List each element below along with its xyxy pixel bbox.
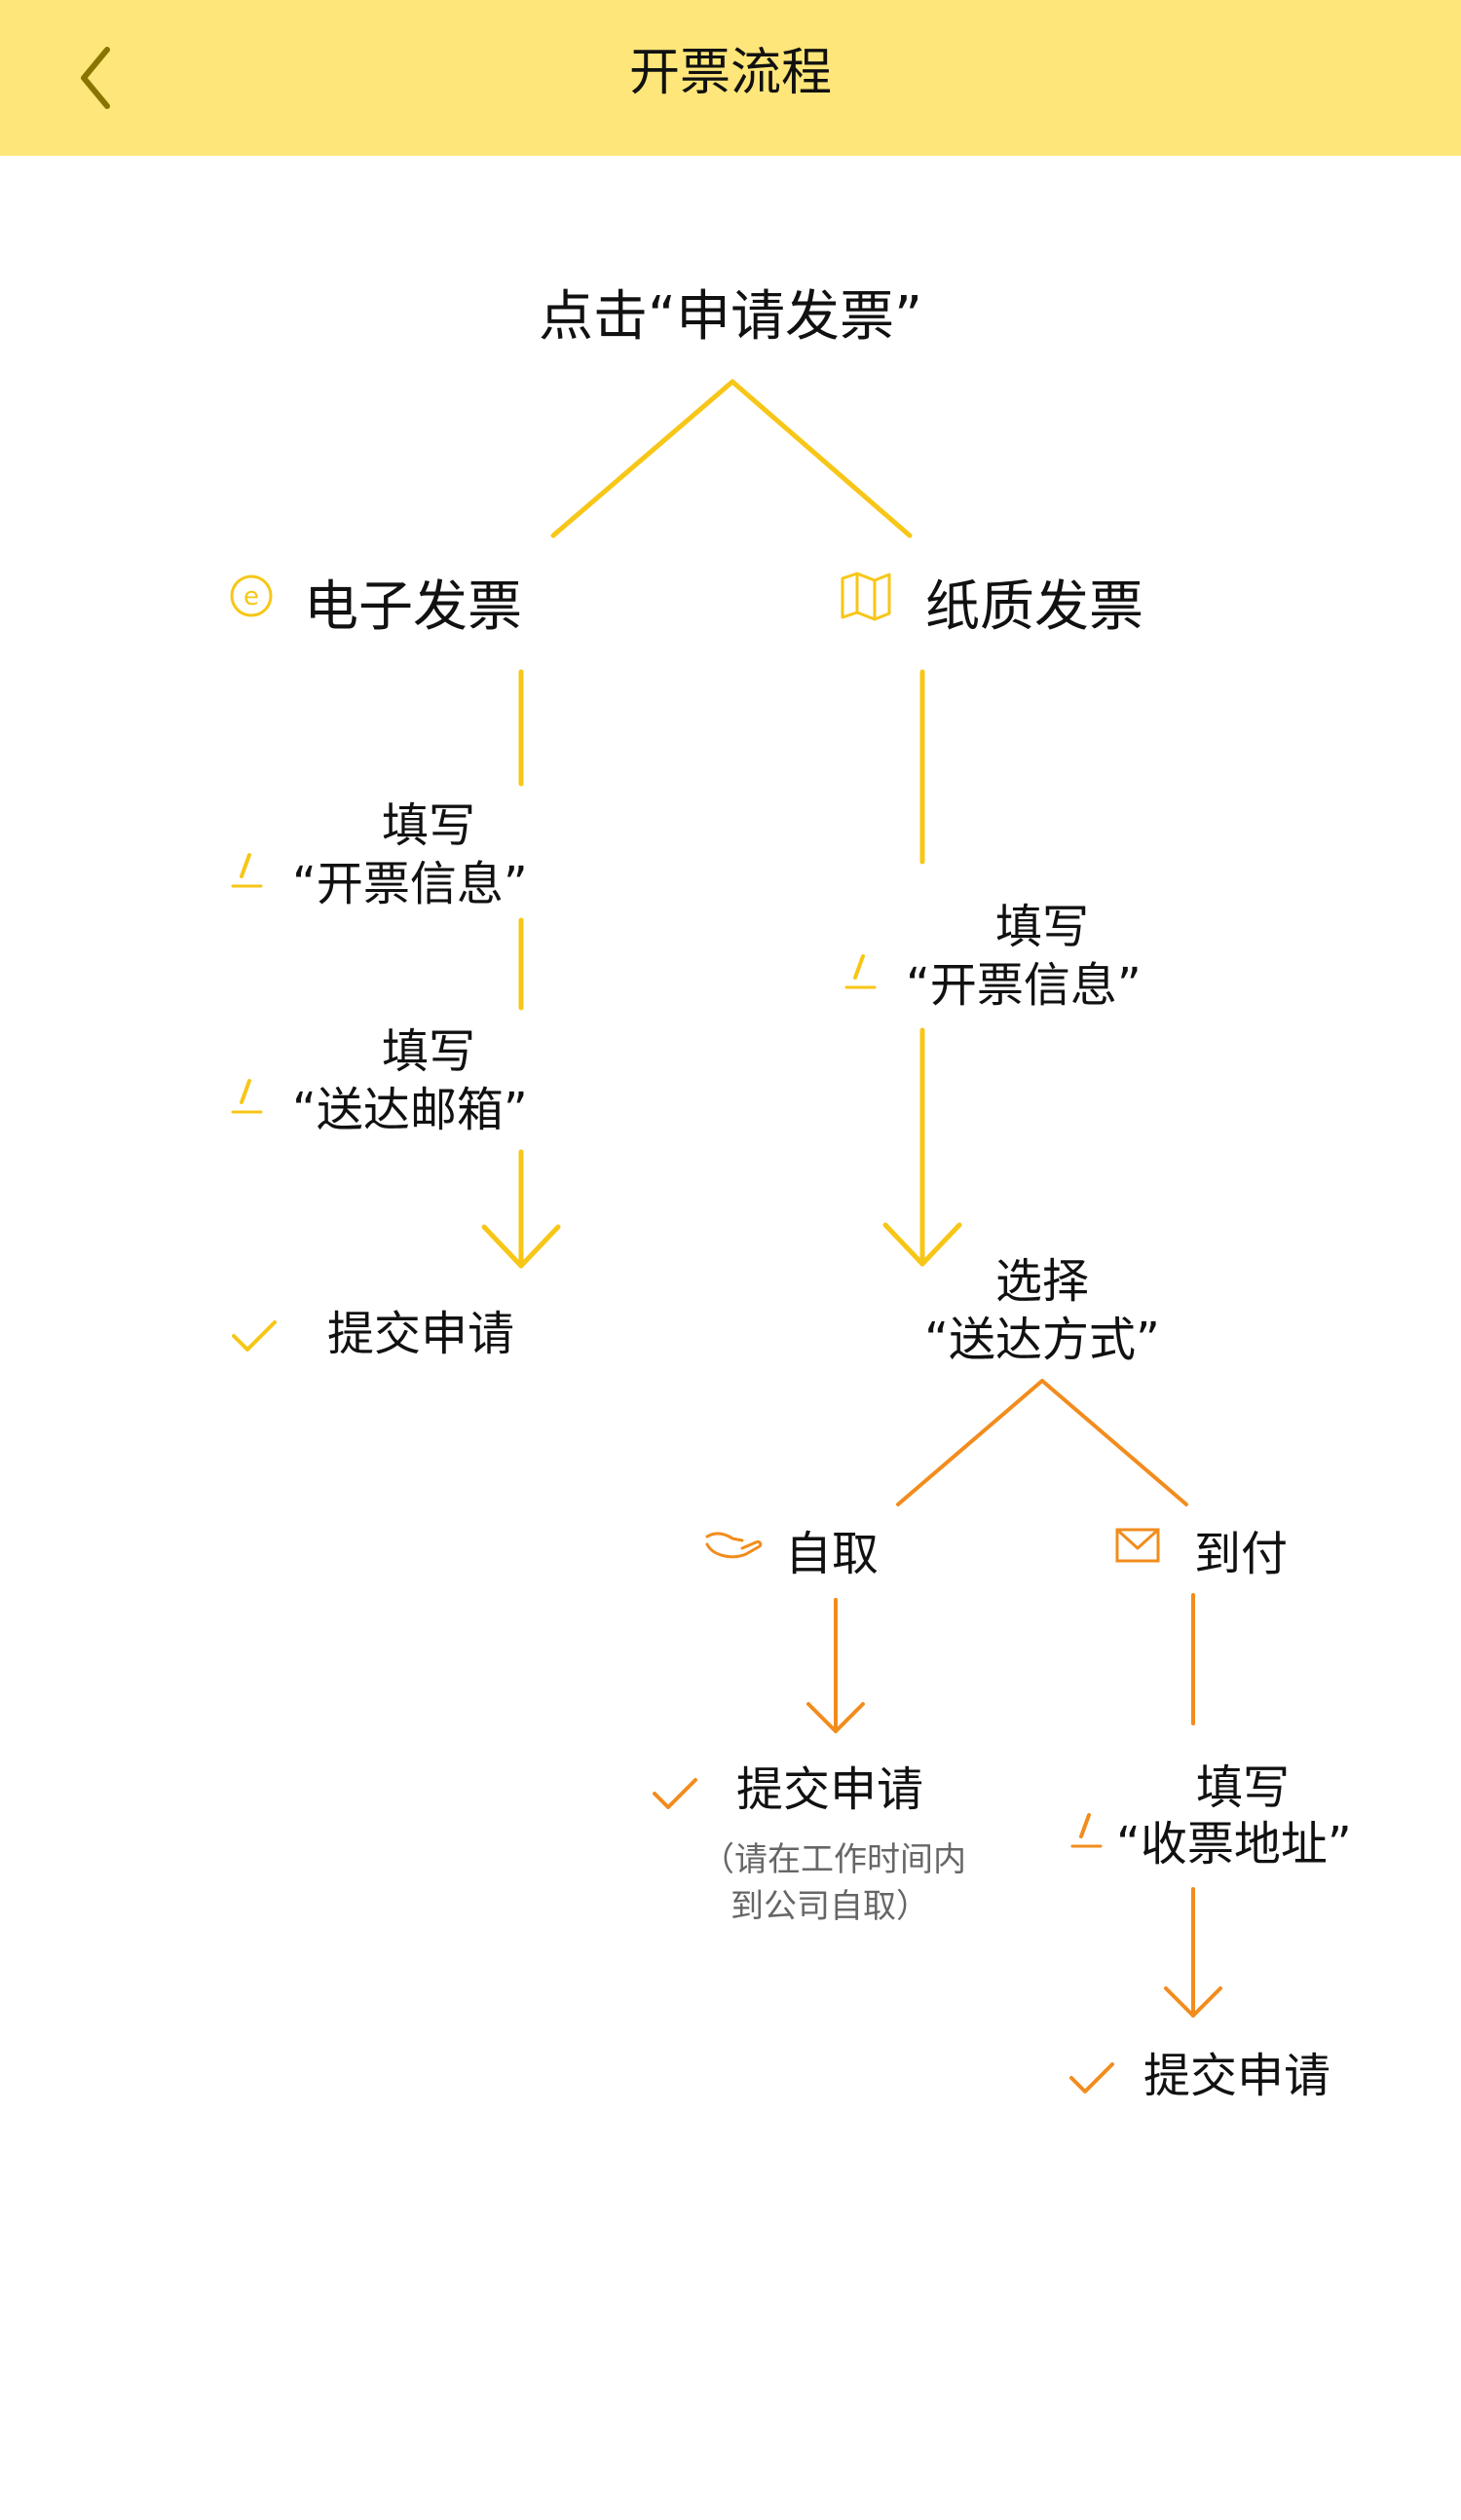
pickup-submit-label: 提交申请	[736, 1762, 924, 1817]
check-icon	[232, 1320, 277, 1352]
paper-invoice-label: 纸质发票	[925, 575, 1143, 639]
p-step2-verb: 选择	[994, 1254, 1089, 1309]
back-button[interactable]	[47, 29, 144, 127]
page-title: 开票流程	[628, 44, 832, 102]
p-step2-object: 送达方式	[847, 1301, 1237, 1369]
e-step2-verb: 填写	[381, 1024, 475, 1079]
edit-icon	[844, 954, 877, 989]
start-label: 点击“申请发票”	[538, 285, 923, 349]
pickup-note-line2: 到公司自取）	[730, 1887, 929, 1926]
p-step1-object: 开票信息	[906, 946, 1142, 1015]
edit-icon	[1070, 1813, 1103, 1848]
electronic-invoice-label: 电子发票	[304, 575, 522, 639]
hand-icon	[705, 1532, 763, 1559]
self-pickup-label: 自取	[785, 1527, 880, 1581]
e-submit-label: 提交申请	[327, 1307, 515, 1361]
e-step1-verb: 填写	[381, 798, 475, 853]
cod-label: 到付	[1194, 1527, 1289, 1581]
e-step2-object: 送达邮箱	[292, 1071, 528, 1139]
edit-icon	[231, 853, 263, 888]
e-invoice-icon: e	[230, 574, 273, 617]
check-icon	[653, 1778, 697, 1809]
cod-step-object: 收票地址	[1116, 1805, 1352, 1873]
start-fork-line	[550, 379, 913, 538]
envelope-icon	[1115, 1528, 1160, 1563]
header-bar: 开票流程	[0, 0, 1461, 156]
map-icon	[841, 572, 891, 621]
cod-submit-label: 提交申请	[1143, 2049, 1331, 2103]
chevron-left-icon	[81, 47, 110, 109]
svg-text:e: e	[244, 582, 259, 611]
cod-arrow-head	[1164, 1986, 1222, 2018]
check-icon	[1069, 2062, 1114, 2094]
e-step1-object: 开票信息	[292, 845, 528, 913]
pickup-arrow-head	[806, 1702, 865, 1733]
p-step1-verb: 填写	[994, 900, 1089, 954]
edit-icon	[231, 1079, 263, 1114]
e-arrow-head	[481, 1224, 561, 1269]
pickup-note-line1: （请在工作时间内	[701, 1840, 966, 1879]
delivery-fork-line	[896, 1379, 1188, 1506]
